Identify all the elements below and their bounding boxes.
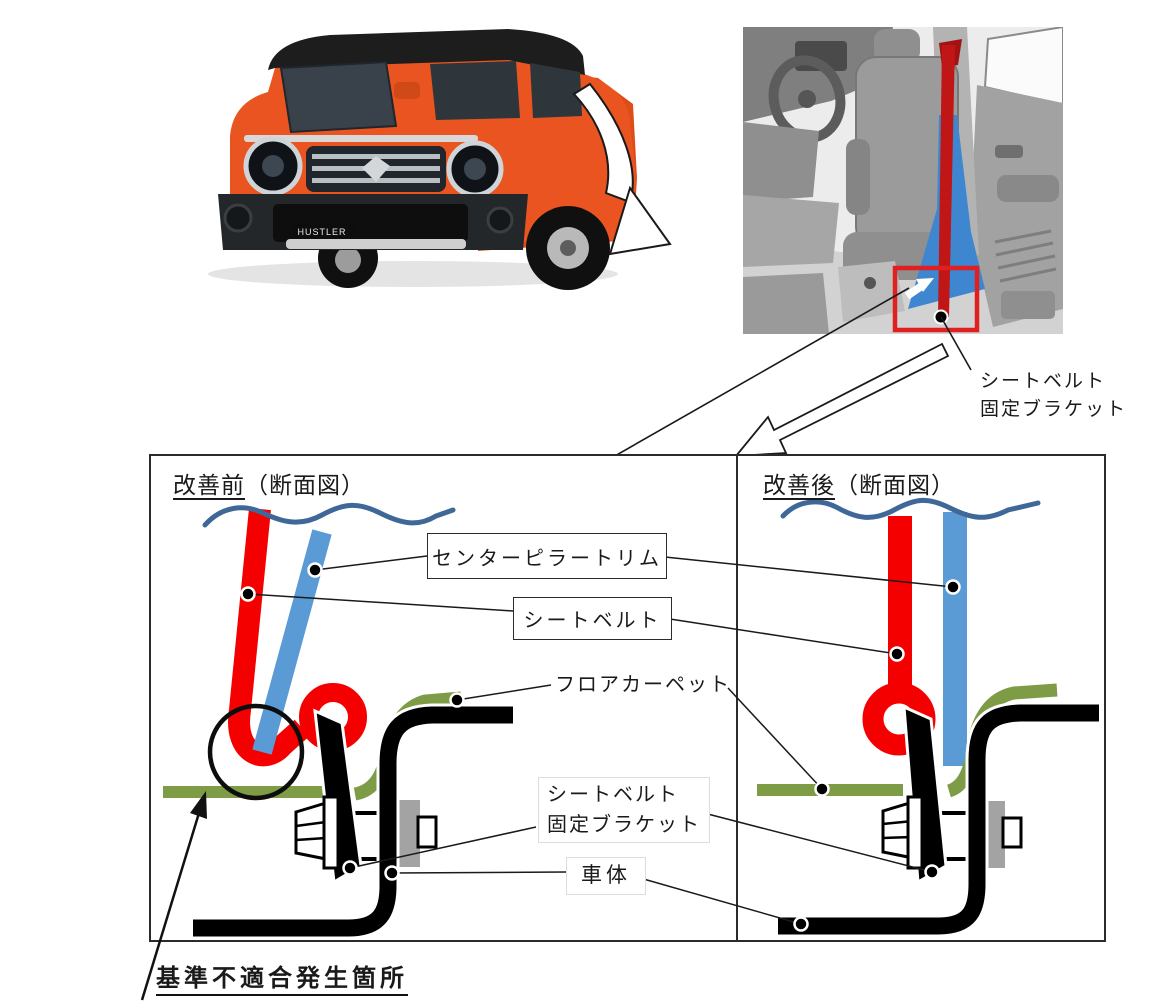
pillar-break-wave-after: [780, 497, 1041, 520]
nonconformity-arrow: [140, 791, 207, 1001]
panel-before-drawing: [163, 502, 513, 940]
label-bracket: シートベルト 固定ブラケット: [538, 777, 710, 843]
panel-title-after-main: 改善後: [763, 473, 835, 498]
svg-text:HUSTLER: HUSTLER: [297, 227, 346, 237]
pillar-break-wave-before: [202, 502, 456, 528]
label-car-body: 車体: [566, 857, 646, 895]
vehicle-body-before: [193, 706, 513, 937]
interior-image: [743, 27, 1063, 334]
door-panel: [970, 85, 1063, 327]
label-center-pillar-trim-text: センターピラートリム: [432, 547, 662, 570]
bolt-tip-after: [1001, 816, 1023, 849]
car-headlight-left: [243, 136, 303, 196]
dashboard: [743, 27, 893, 122]
nonconformity-circle: [207, 703, 305, 801]
swoosh-arrow: [572, 82, 672, 256]
bracket-pointer-arrow: [904, 278, 934, 300]
panel-title-after: 改善後（断面図）: [763, 466, 955, 500]
car-grille: [306, 146, 446, 192]
seat-belt-highlight: [938, 45, 955, 317]
label-seat-belt: シートベルト: [513, 597, 672, 640]
speaker-grille: [994, 229, 1057, 283]
nonconformity-note: 基準不適合発生箇所: [156, 958, 408, 996]
vehicle-body-after: [778, 704, 1099, 935]
label-floor-carpet: フロアカーペット: [555, 671, 731, 700]
label-interior-bracket-line2: 固定ブラケット: [980, 398, 1128, 420]
bolt-head-before: [294, 795, 340, 870]
label-bracket-line1: シートベルト: [547, 784, 679, 806]
label-floor-carpet-text: フロアカーペット: [555, 674, 731, 696]
callout-dots: [240, 562, 961, 932]
bolt-head-after: [881, 795, 924, 870]
panel-title-before-main: 改善前: [173, 473, 245, 498]
bolt-tip-before: [416, 815, 438, 849]
car-headlight-right: [446, 140, 504, 198]
callout-leader-lines: [247, 555, 954, 925]
panel-title-before: 改善前（断面図）: [173, 466, 365, 500]
label-interior-bracket: シートベルト 固定ブラケット: [980, 368, 1127, 423]
door-window: [983, 27, 1063, 107]
car-photo: HUSTLER: [208, 29, 637, 290]
nonconformity-note-text: 基準不適合発生箇所: [156, 966, 408, 996]
panel-title-after-suffix: （断面図）: [835, 473, 955, 498]
seat-belt-before: [228, 507, 310, 767]
bracket-highlight-box: [892, 265, 980, 333]
label-interior-bracket-line1: シートベルト: [980, 371, 1107, 392]
hollow-arrow: [733, 342, 950, 458]
label-car-body-text: 車体: [581, 863, 631, 887]
floor-carpet-flat-after: [757, 784, 903, 796]
hustler-badge: HUSTLER: [290, 224, 354, 239]
car-wheel: [318, 206, 610, 290]
label-bracket-line2: 固定ブラケット: [547, 814, 701, 836]
label-center-pillar-trim: センターピラートリム: [427, 533, 667, 579]
label-seat-belt-text: シートベルト: [523, 610, 662, 632]
suzuki-logo: [362, 156, 390, 182]
panel-title-before-suffix: （断面図）: [245, 473, 365, 498]
